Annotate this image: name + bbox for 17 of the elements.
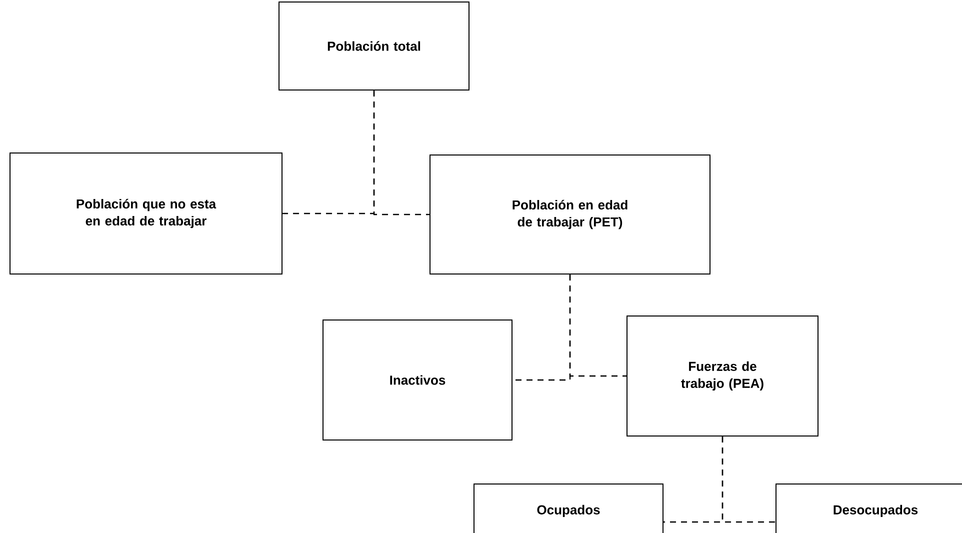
box-label: Inactivos	[390, 375, 446, 385]
connector	[373, 90, 430, 216]
box-label: Fuerzas de trabajo (PEA)	[681, 361, 764, 391]
box	[322, 320, 512, 440]
box	[278, 2, 470, 90]
box	[10, 152, 282, 274]
box-label: Población total	[328, 41, 420, 51]
box	[430, 154, 710, 274]
box	[776, 484, 962, 533]
box-label: Ocupados	[537, 504, 600, 518]
box-label: Desocupados	[834, 504, 918, 518]
box-label: Población que no esta en edad de trabajar	[76, 198, 216, 228]
connector	[569, 274, 626, 377]
connector	[722, 436, 776, 523]
box-label: Población en edad de trabajar (PET)	[512, 200, 628, 230]
box	[626, 316, 818, 436]
box	[474, 484, 664, 533]
